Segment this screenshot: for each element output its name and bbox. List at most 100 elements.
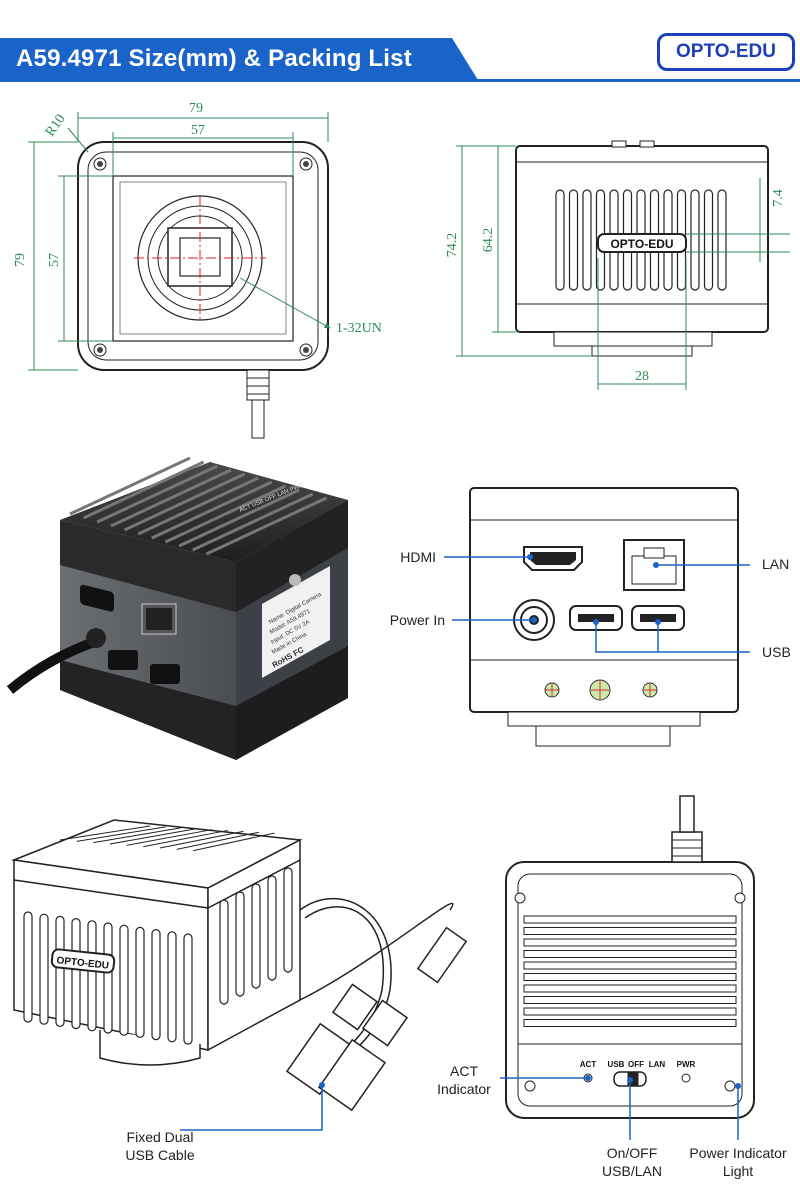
front-height-label: 79 bbox=[13, 253, 28, 267]
rear-pwr-label: PWR bbox=[677, 1060, 696, 1069]
vent-slot bbox=[283, 867, 293, 973]
heatsink-fin bbox=[523, 915, 737, 924]
power-light-line-1: Power Indicator bbox=[689, 1145, 787, 1161]
vent-slot bbox=[167, 931, 177, 1043]
heatsink-fin bbox=[109, 828, 197, 845]
front-inner-height-label: 57 bbox=[47, 253, 62, 267]
act-indicator-line-1: ACT bbox=[450, 1063, 478, 1079]
heatsink-fin bbox=[143, 829, 228, 848]
heatsink-fin bbox=[59, 825, 151, 841]
front-view-drawing bbox=[77, 141, 329, 439]
vent-slot bbox=[39, 913, 49, 1025]
vent-slot bbox=[135, 926, 145, 1039]
thread-label: 1-32UN bbox=[336, 321, 382, 336]
vent-slot bbox=[717, 189, 727, 291]
side-top-label: 7.4 bbox=[771, 189, 786, 207]
vent-slot bbox=[23, 911, 33, 1023]
on-off-line-1: On/OFF bbox=[607, 1145, 658, 1161]
power-light-line-2: Light bbox=[723, 1163, 753, 1179]
vent-slot bbox=[71, 917, 81, 1030]
heatsink-fin bbox=[178, 488, 300, 548]
act-indicator-line-2: Indicator bbox=[437, 1081, 491, 1097]
vent-slot bbox=[568, 189, 579, 291]
rear-callout-dots bbox=[585, 1075, 741, 1089]
heatsink-fin bbox=[523, 973, 737, 981]
vent-slot bbox=[703, 189, 714, 291]
usb-label: USB bbox=[762, 644, 791, 660]
cable-label-line-2: USB Cable bbox=[125, 1147, 194, 1163]
port-callout-dots bbox=[527, 554, 661, 625]
cable-label-line-1: Fixed Dual bbox=[127, 1129, 194, 1145]
heatsink-fin bbox=[523, 996, 737, 1004]
rear-usb-label: USB bbox=[608, 1060, 625, 1069]
vent-slot bbox=[219, 899, 229, 1005]
front-width-label: 79 bbox=[189, 101, 203, 116]
perspective-logo-text: OPTO-EDU bbox=[56, 955, 109, 971]
vent-slot bbox=[235, 891, 245, 997]
rear-act-label: ACT bbox=[580, 1060, 597, 1069]
side-height-label: 74.2 bbox=[445, 233, 460, 258]
side-view-dimensions bbox=[456, 145, 790, 390]
header: A59.4971 Size(mm) & Packing List OPTO-ED… bbox=[0, 30, 800, 82]
vent-slot bbox=[151, 928, 161, 1041]
dual-usb-cable bbox=[285, 897, 468, 1112]
vent-slot bbox=[55, 915, 65, 1028]
front-view-dimensions bbox=[28, 112, 331, 371]
port-callout-lines bbox=[444, 556, 750, 653]
radius-label: R10 bbox=[43, 112, 69, 140]
brand-logo: OPTO-EDU bbox=[657, 33, 795, 71]
heatsink-fin bbox=[523, 950, 737, 958]
side-width-label: 28 bbox=[635, 369, 649, 384]
vent-slot bbox=[183, 933, 193, 1045]
vent-slot bbox=[87, 920, 97, 1032]
page-title: A59.4971 Size(mm) & Packing List bbox=[16, 45, 412, 72]
heatsink-fin bbox=[76, 826, 166, 842]
heatsink-fin bbox=[523, 961, 737, 970]
rear-panel-labels: ACT USB OFF LAN PWR bbox=[580, 1060, 696, 1069]
header-underline bbox=[0, 79, 800, 82]
vent-slot bbox=[555, 189, 565, 291]
lan-label: LAN bbox=[762, 556, 789, 572]
heatsink-fin bbox=[110, 468, 232, 528]
vent-slot bbox=[251, 883, 261, 989]
heatsink-fin bbox=[523, 1019, 737, 1027]
heatsink-fin bbox=[93, 827, 182, 844]
port-panel-drawing bbox=[469, 487, 739, 747]
front-inner-width-label: 57 bbox=[191, 123, 205, 138]
heatsink-fin bbox=[523, 984, 737, 993]
heatsink-fin bbox=[159, 830, 244, 849]
heatsink-fin bbox=[193, 832, 275, 852]
on-off-line-2: USB/LAN bbox=[602, 1163, 662, 1179]
heatsink-fin bbox=[523, 927, 737, 935]
heatsink-fin bbox=[523, 938, 737, 947]
heatsink-fin bbox=[205, 496, 327, 556]
side-logo-text: OPTO-EDU bbox=[610, 237, 673, 251]
heatsink-fin bbox=[137, 476, 259, 536]
heatsink-fin bbox=[523, 1007, 737, 1016]
camera-heatsink-fins bbox=[69, 456, 327, 556]
vent-slot bbox=[582, 189, 592, 291]
cable-callout-dot bbox=[319, 1082, 325, 1088]
side-logo-badge bbox=[597, 233, 687, 253]
perspective-logo-badge bbox=[50, 948, 116, 974]
heatsink-fin bbox=[126, 829, 213, 846]
perspective-vent-slots bbox=[23, 825, 293, 1045]
rear-callout-lines bbox=[500, 1077, 739, 1140]
heatsink-fin bbox=[83, 460, 205, 520]
cable-callout-line bbox=[180, 1085, 323, 1131]
rear-heatsink-fins bbox=[523, 915, 737, 1027]
heatsink-fin bbox=[151, 480, 273, 540]
heatsink-fin bbox=[123, 472, 246, 532]
power-in-label: Power In bbox=[390, 612, 445, 628]
heatsink-fin bbox=[96, 464, 218, 524]
heatsink-fin bbox=[176, 831, 259, 850]
title-banner bbox=[0, 38, 478, 80]
heatsink-fin bbox=[69, 456, 191, 516]
camera-perspective-drawing bbox=[11, 819, 303, 1066]
side-inner-label: 64.2 bbox=[481, 228, 496, 253]
vent-slot bbox=[119, 924, 129, 1036]
rear-lan-label: LAN bbox=[649, 1060, 666, 1069]
vent-slot bbox=[690, 189, 700, 291]
heatsink-fin bbox=[192, 492, 314, 552]
